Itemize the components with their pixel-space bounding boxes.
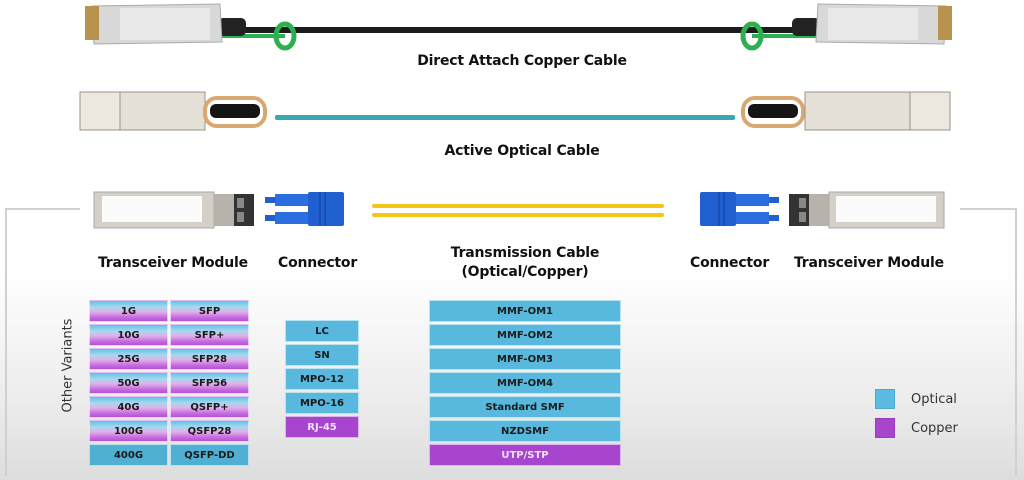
legend-optical-swatch bbox=[875, 389, 895, 409]
connector-variant-cell: LC bbox=[285, 320, 359, 342]
connector-variant-cell: SN bbox=[285, 344, 359, 366]
speed-cell: 100G bbox=[89, 420, 168, 442]
form-factor-cell: QSFP28 bbox=[170, 420, 249, 442]
transmission-title-line1: Transmission Cable bbox=[450, 245, 600, 261]
speed-cell: 1G bbox=[89, 300, 168, 322]
lc-connector-left-image bbox=[265, 192, 344, 226]
speed-cell: 400G bbox=[89, 444, 168, 466]
legend-optical-label: Optical bbox=[911, 391, 957, 407]
connector-right-title: Connector bbox=[690, 255, 770, 271]
lc-connector-right-image bbox=[700, 192, 779, 226]
cable-variant-cell: NZDSMF bbox=[429, 420, 621, 442]
speed-cell: 10G bbox=[89, 324, 168, 346]
aoc-title: Active Optical Cable bbox=[444, 143, 600, 159]
sfp-transceiver-left-image bbox=[93, 191, 254, 229]
frame-gap-left bbox=[80, 206, 960, 212]
cable-variant-cell: MMF-OM4 bbox=[429, 372, 621, 394]
sfp-transceiver-right-image bbox=[789, 191, 945, 229]
aoc-cable-illustration bbox=[79, 91, 951, 131]
speed-cell: 50G bbox=[89, 372, 168, 394]
connector-left-title: Connector bbox=[278, 255, 358, 271]
form-factor-cell: QSFP-DD bbox=[170, 444, 249, 466]
legend-copper-label: Copper bbox=[911, 420, 958, 436]
connector-variant-cell: MPO-12 bbox=[285, 368, 359, 390]
fiber-strand-1 bbox=[372, 204, 664, 208]
legend-copper: Copper bbox=[875, 418, 958, 438]
aoc-cable-wire bbox=[275, 115, 735, 120]
cable-variant-cell: MMF-OM3 bbox=[429, 348, 621, 370]
fiber-cable-image bbox=[372, 204, 664, 217]
transmission-title-line2: (Optical/Copper) bbox=[461, 264, 589, 280]
form-factor-cell: QSFP+ bbox=[170, 396, 249, 418]
cable-variant-cell: MMF-OM2 bbox=[429, 324, 621, 346]
dac-cable-illustration bbox=[85, 3, 952, 51]
legend-copper-swatch bbox=[875, 418, 895, 438]
speed-cell: 25G bbox=[89, 348, 168, 370]
form-factor-cell: SFP56 bbox=[170, 372, 249, 394]
dac-title: Direct Attach Copper Cable bbox=[417, 53, 627, 69]
form-factor-cell: SFP bbox=[170, 300, 249, 322]
legend-optical: Optical bbox=[875, 389, 957, 409]
cable-variant-cell: Standard SMF bbox=[429, 396, 621, 418]
transceiver-right-title: Transceiver Module bbox=[794, 255, 944, 271]
transmission-title: Transmission Cable (Optical/Copper) bbox=[410, 244, 640, 282]
form-factor-cell: SFP28 bbox=[170, 348, 249, 370]
cable-variant-cell: MMF-OM1 bbox=[429, 300, 621, 322]
transceiver-left-title: Transceiver Module bbox=[98, 255, 248, 271]
cable-variant-cell: UTP/STP bbox=[429, 444, 621, 466]
connector-variant-cell: RJ-45 bbox=[285, 416, 359, 438]
connector-variant-cell: MPO-16 bbox=[285, 392, 359, 414]
other-variants-label: Other Variants bbox=[60, 318, 76, 413]
fiber-strand-2 bbox=[372, 213, 664, 217]
speed-cell: 40G bbox=[89, 396, 168, 418]
form-factor-cell: SFP+ bbox=[170, 324, 249, 346]
dac-cable-wire bbox=[230, 27, 810, 33]
